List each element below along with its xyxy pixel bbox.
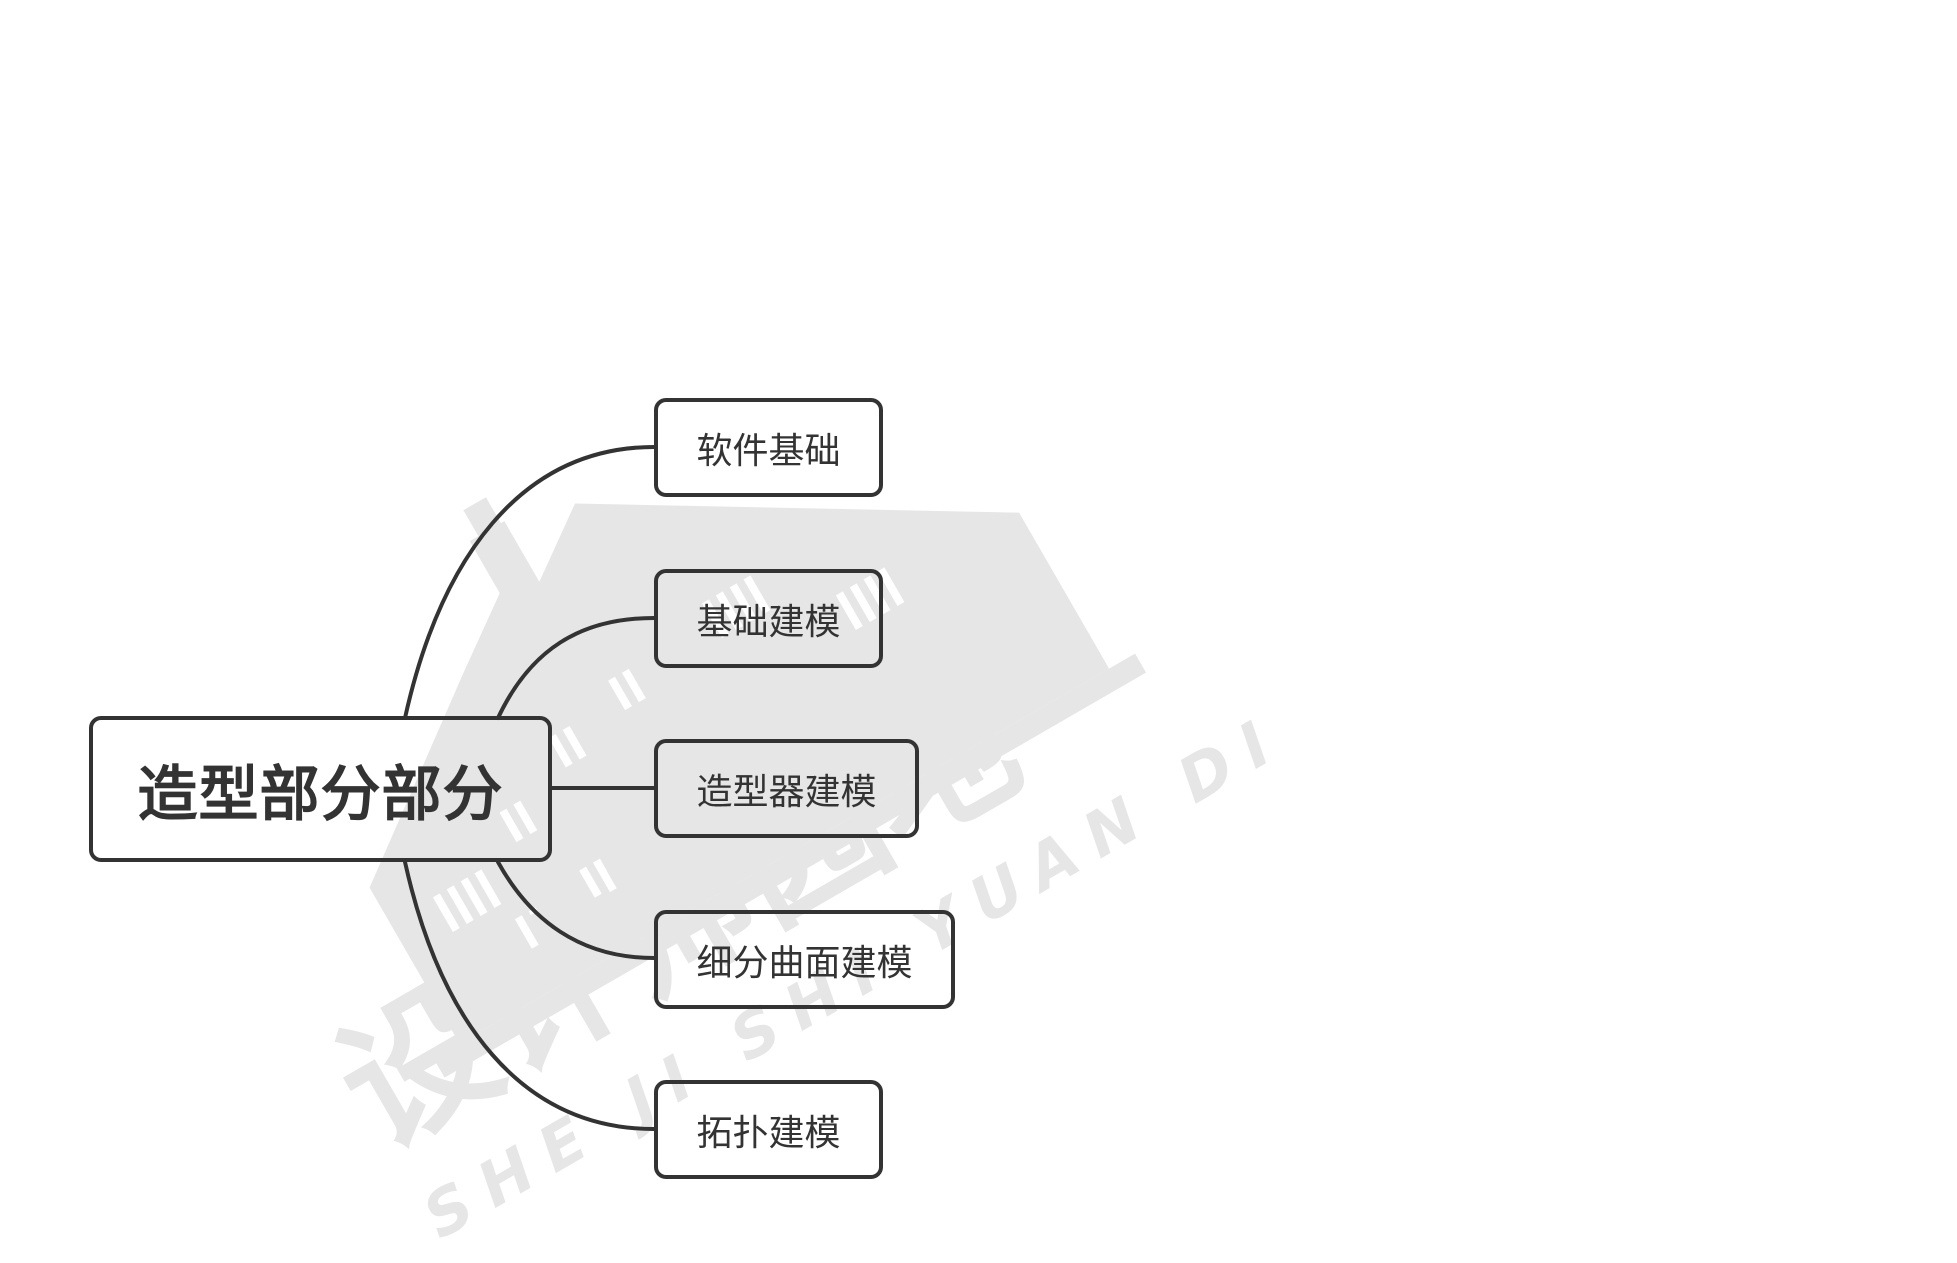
connector-line xyxy=(403,445,656,720)
child-node-topology-modeling[interactable]: 拓扑建模 xyxy=(654,1080,883,1179)
root-node-label: 造型部分部分 xyxy=(137,759,504,830)
root-node[interactable]: 造型部分部分 xyxy=(89,716,552,862)
connector-line xyxy=(403,860,656,1131)
child-node-label: 细分曲面建模 xyxy=(696,942,913,984)
child-node-label: 拓扑建模 xyxy=(696,1112,841,1154)
connector-line xyxy=(496,616,656,720)
child-node-basic-modeling[interactable]: 基础建模 xyxy=(654,569,883,668)
child-node-label: 造型器建模 xyxy=(696,771,877,813)
connector-line xyxy=(496,860,656,960)
child-node-subdivision-modeling[interactable]: 细分曲面建模 xyxy=(654,910,955,1009)
child-node-modeler-modeling[interactable]: 造型器建模 xyxy=(654,739,919,838)
child-node-label: 基础建模 xyxy=(696,601,841,643)
child-node-software-basics[interactable]: 软件基础 xyxy=(654,398,883,497)
child-node-label: 软件基础 xyxy=(696,430,841,472)
